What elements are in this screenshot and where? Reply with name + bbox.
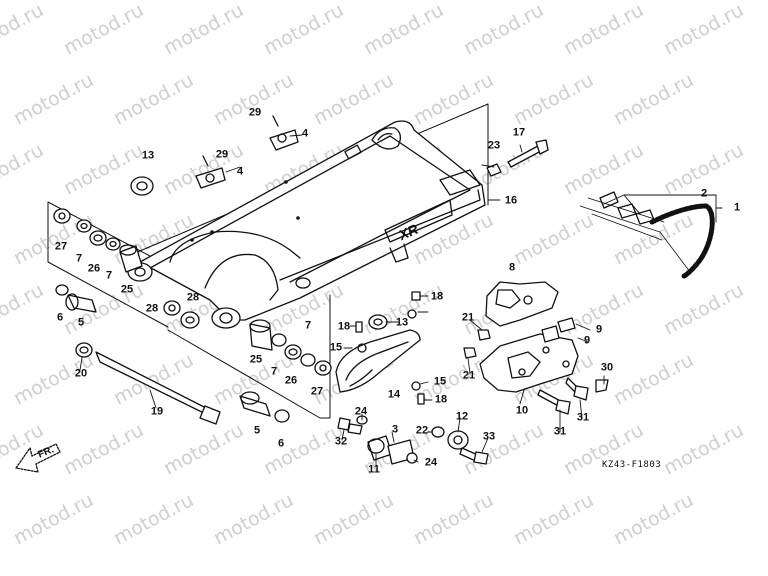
callout-29b: 29 [215,148,229,161]
callout-25b: 25 [249,353,263,366]
callout-7a: 7 [75,252,83,265]
callout-11: 11 [368,463,380,476]
roller-parts [337,415,489,465]
small-bolts-18 [355,291,425,405]
callout-4b: 4 [236,165,244,178]
callout-27a: 27 [54,240,68,253]
callout-15b: 15 [433,375,447,388]
callout-14: 14 [387,388,401,401]
callout-24a: 24 [354,405,368,418]
left-pivot-parts [53,208,143,273]
left-collar-parts [55,284,97,313]
callout-12: 12 [455,410,469,423]
callout-25a: 25 [120,283,134,296]
callout-23: 23 [487,139,501,152]
nuts-21 [463,329,491,359]
callout-6a: 6 [56,311,64,324]
callout-18a: 18 [430,290,444,303]
callout-13b: 13 [395,316,409,329]
chain-guide-bracket-upper [195,115,299,189]
drive-chain [579,191,715,279]
callout-leaders [79,134,723,467]
callout-8: 8 [508,261,516,274]
callout-28b: 28 [186,291,200,304]
callout-3: 3 [391,423,399,436]
callout-31a: 31 [576,411,590,424]
callout-16: 16 [504,194,518,207]
front-arrow-icon [15,443,61,473]
callout-7b: 7 [105,269,113,282]
callout-29a: 29 [248,106,262,119]
right-pivot-parts [249,319,332,376]
callout-1: 1 [733,201,741,214]
callout-7d: 7 [304,319,312,332]
callout-13a: 13 [141,149,155,162]
callout-26a: 26 [87,262,101,275]
callout-5b: 5 [253,424,261,437]
pivot-bolt [75,342,221,425]
callout-32: 32 [334,435,348,448]
collars-9 [541,317,576,343]
callout-26b: 26 [284,374,298,387]
callout-20: 20 [74,367,88,380]
svg-text:XR: XR [395,220,421,243]
callout-24b: 24 [424,456,438,469]
diagram-code: KZ43-F1803 [602,460,662,470]
callout-5a: 5 [77,316,85,329]
callout-18b: 18 [337,320,351,333]
callout-9a: 9 [595,323,603,336]
chain-guide-plate-10 [479,333,579,393]
callout-21b: 21 [462,369,476,382]
callout-9b: 9 [583,334,591,347]
callout-10: 10 [515,404,529,417]
callout-18c: 18 [434,393,448,406]
right-collar-parts [239,391,290,423]
axle-adjust-bolt [486,139,549,177]
callout-7c: 7 [270,365,278,378]
callout-19: 19 [150,405,164,418]
callout-2: 2 [700,187,708,200]
callout-28a: 28 [145,302,159,315]
callout-27b: 27 [310,385,324,398]
bolts-31-30 [537,377,609,415]
callout-4a: 4 [301,127,309,140]
chain-slider [335,309,421,393]
callout-17: 17 [512,126,526,139]
callout-30: 30 [600,361,614,374]
bearing-28 [163,300,200,329]
callout-33: 33 [482,430,496,443]
callout-31b: 31 [553,425,567,438]
chain-guide-8 [485,281,559,327]
callout-21a: 21 [461,311,475,324]
callout-6b: 6 [277,437,285,450]
callout-22: 22 [415,424,429,437]
callout-15a: 15 [329,341,343,354]
